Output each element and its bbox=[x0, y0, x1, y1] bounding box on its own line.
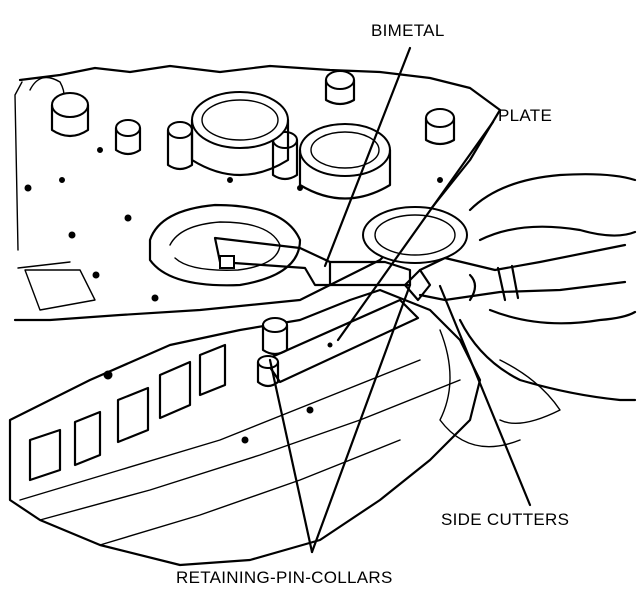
plate-holes bbox=[24, 147, 443, 302]
plate-bar bbox=[263, 298, 420, 384]
retaining-pin-collars bbox=[256, 317, 289, 388]
side-cutters-label: SIDE CUTTERS bbox=[441, 510, 570, 529]
plate-label: PLATE bbox=[498, 106, 553, 125]
side-cutters-tool bbox=[403, 243, 627, 302]
collar-leader-line-left bbox=[268, 358, 314, 554]
collar-leader-line-right bbox=[310, 283, 412, 554]
valve-body-lower bbox=[8, 288, 482, 567]
side-cutters-leader-line bbox=[438, 284, 532, 507]
bimetal-leader-line bbox=[323, 46, 412, 268]
valve-pistons bbox=[50, 70, 456, 181]
leader-lines bbox=[268, 46, 532, 554]
hand bbox=[439, 173, 637, 448]
plate-leader-line bbox=[336, 120, 495, 342]
bimetal-label: BIMETAL bbox=[371, 21, 445, 40]
valve-body-upper-plate bbox=[13, 64, 502, 322]
retaining-pin-collars-label: RETAINING-PIN-COLLARS bbox=[176, 568, 393, 587]
accumulator-bores bbox=[190, 91, 468, 264]
bimetal-coil bbox=[148, 203, 412, 287]
